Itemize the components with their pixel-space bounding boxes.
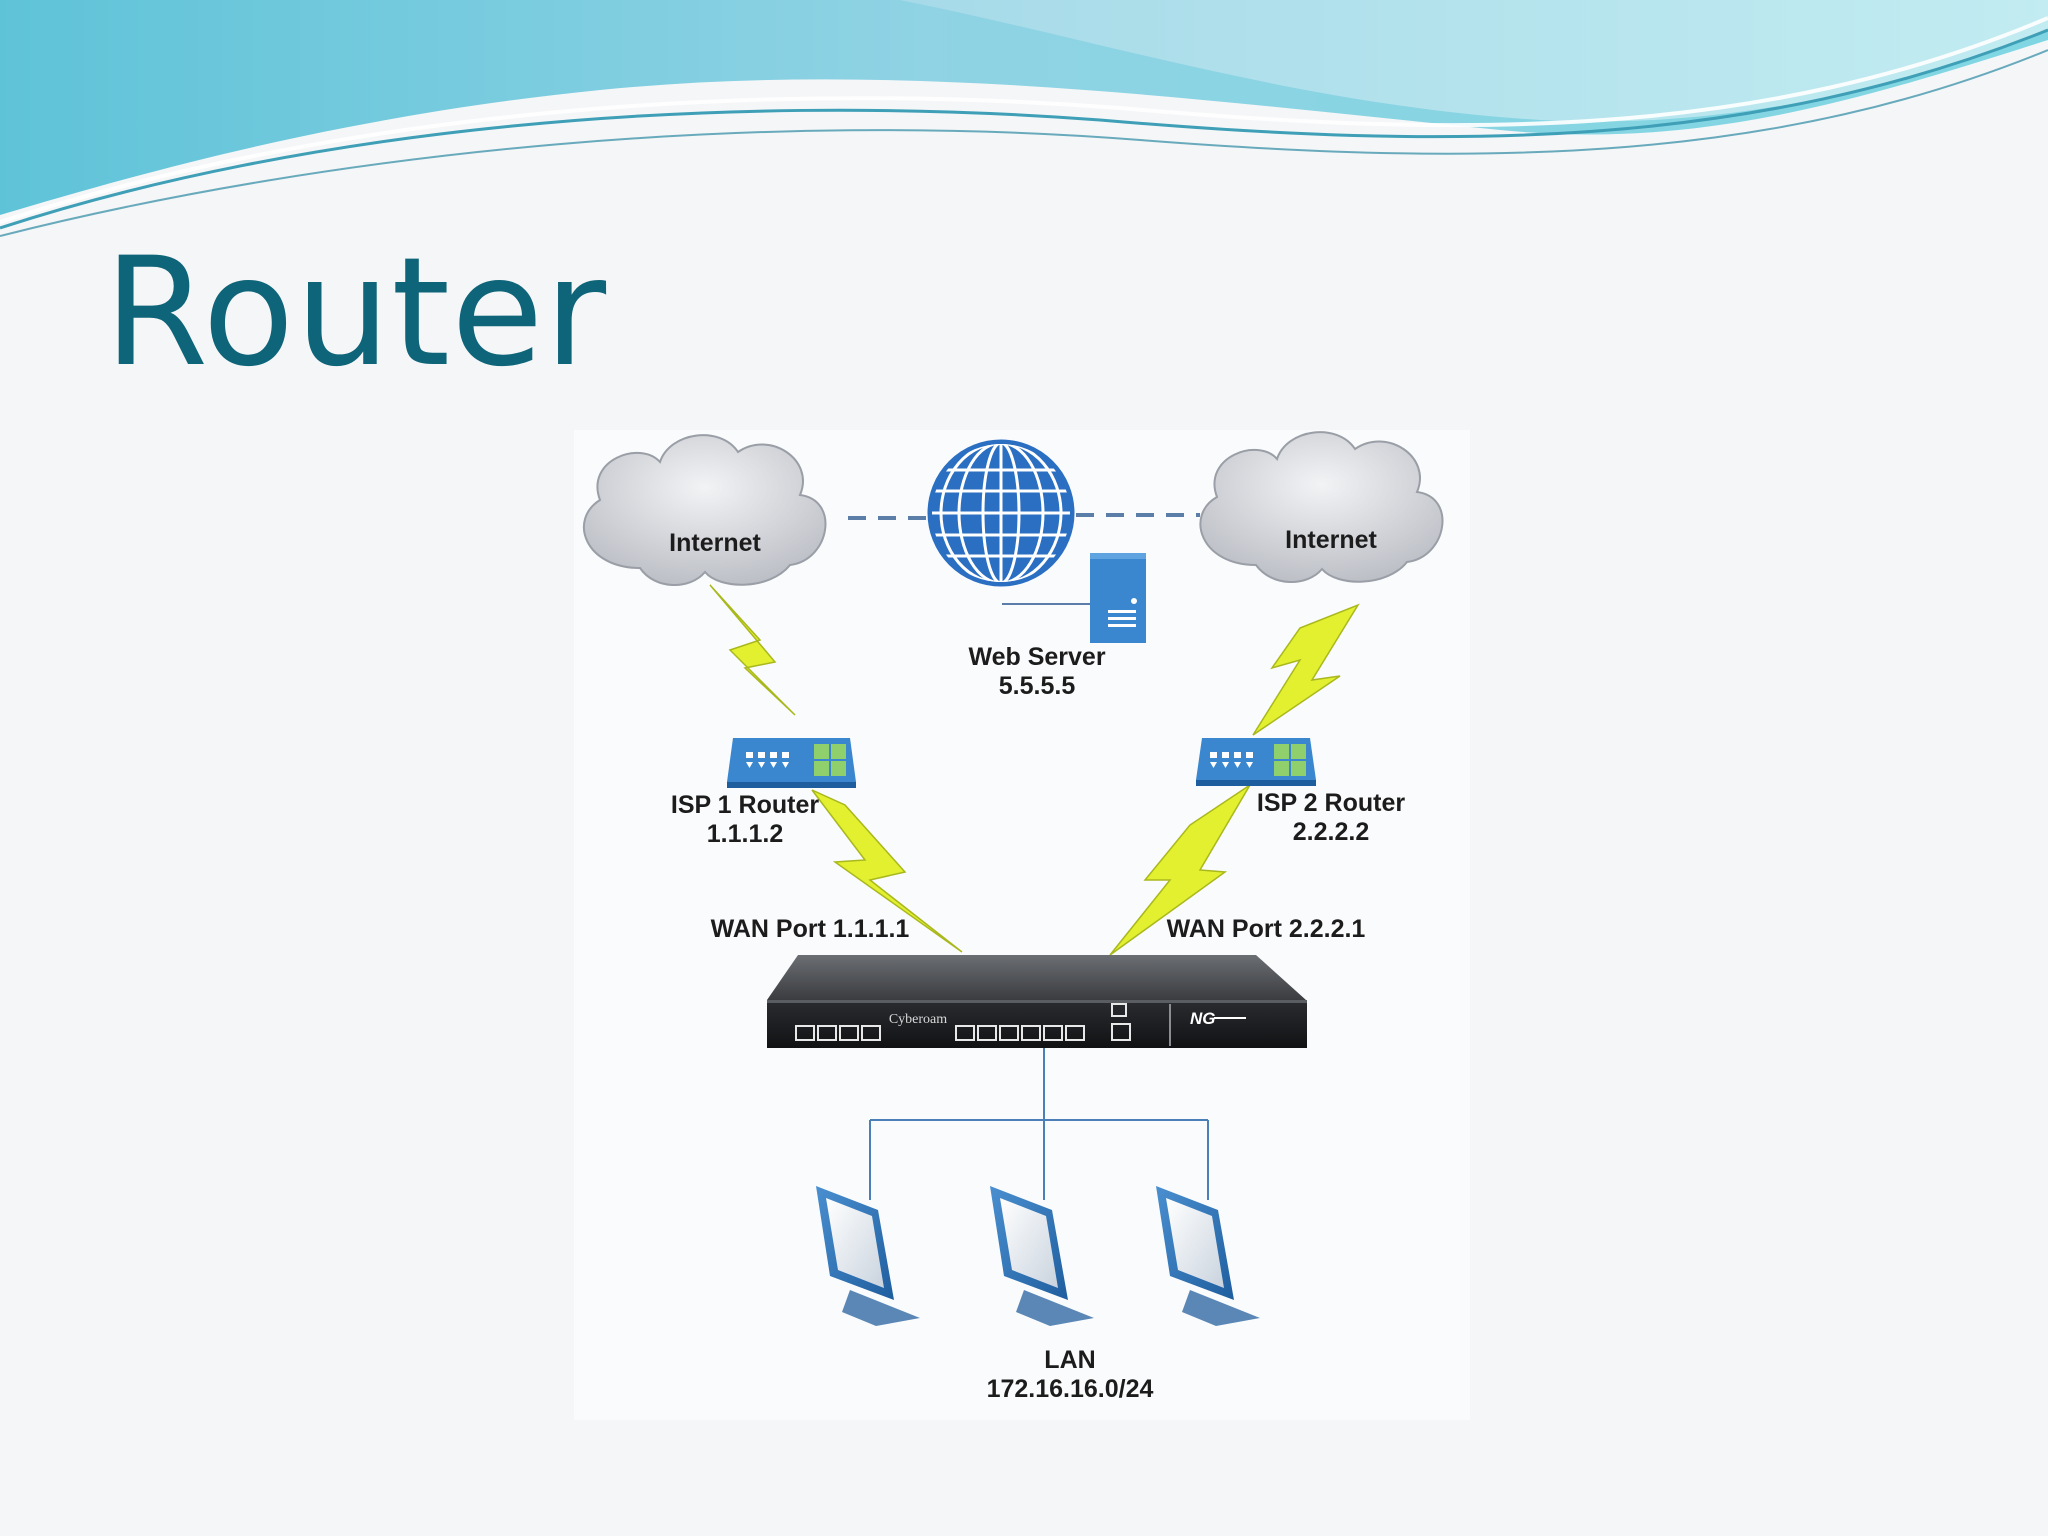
web-server-icon: [1090, 553, 1146, 643]
lightning-isp2-to-firewall-icon: [1109, 784, 1251, 956]
web-server-ip: 5.5.5.5: [999, 672, 1076, 700]
isp1-router-icon: [727, 738, 856, 788]
isp2-router-ip: 2.2.2.2: [1293, 818, 1369, 846]
globe-icon: [927, 439, 1075, 587]
lan-subnet: 172.16.16.0/24: [987, 1375, 1154, 1403]
internet-left-label: Internet: [669, 529, 761, 557]
lan-computer-3-icon: [1156, 1186, 1260, 1326]
lan-computer-1-icon: [816, 1186, 920, 1326]
internet-right-label: Internet: [1285, 526, 1377, 554]
wan-port-1-label: WAN Port 1.1.1.1: [711, 915, 910, 943]
header-wave-banner: [0, 0, 2048, 237]
lan-name: LAN: [1044, 1346, 1095, 1374]
firewall-brand-label: Cyberoam: [889, 1012, 947, 1027]
firewall-badge-label: NG: [1190, 1009, 1216, 1028]
internet-cloud-right-icon: [1199, 431, 1444, 583]
isp2-router-name: ISP 2 Router: [1257, 789, 1405, 817]
web-server-name: Web Server: [968, 643, 1105, 671]
internet-cloud-left-icon: [582, 434, 827, 586]
lightning-isp1-to-firewall-icon: [811, 789, 963, 953]
lan-computer-2-icon: [990, 1186, 1094, 1326]
firewall-appliance-icon: Cyberoam NG: [767, 955, 1307, 1048]
lightning-cloud-to-isp1-icon: [709, 584, 796, 716]
isp1-router-name: ISP 1 Router: [671, 791, 819, 819]
isp2-router-icon: [1196, 738, 1316, 786]
lightning-cloud-to-isp2-icon: [1252, 603, 1360, 736]
wan-port-2-label: WAN Port 2.2.2.1: [1167, 915, 1366, 943]
slide-title: Router: [104, 226, 608, 400]
isp1-router-ip: 1.1.1.2: [707, 820, 783, 848]
lan-connection-lines: [869, 1048, 1209, 1200]
